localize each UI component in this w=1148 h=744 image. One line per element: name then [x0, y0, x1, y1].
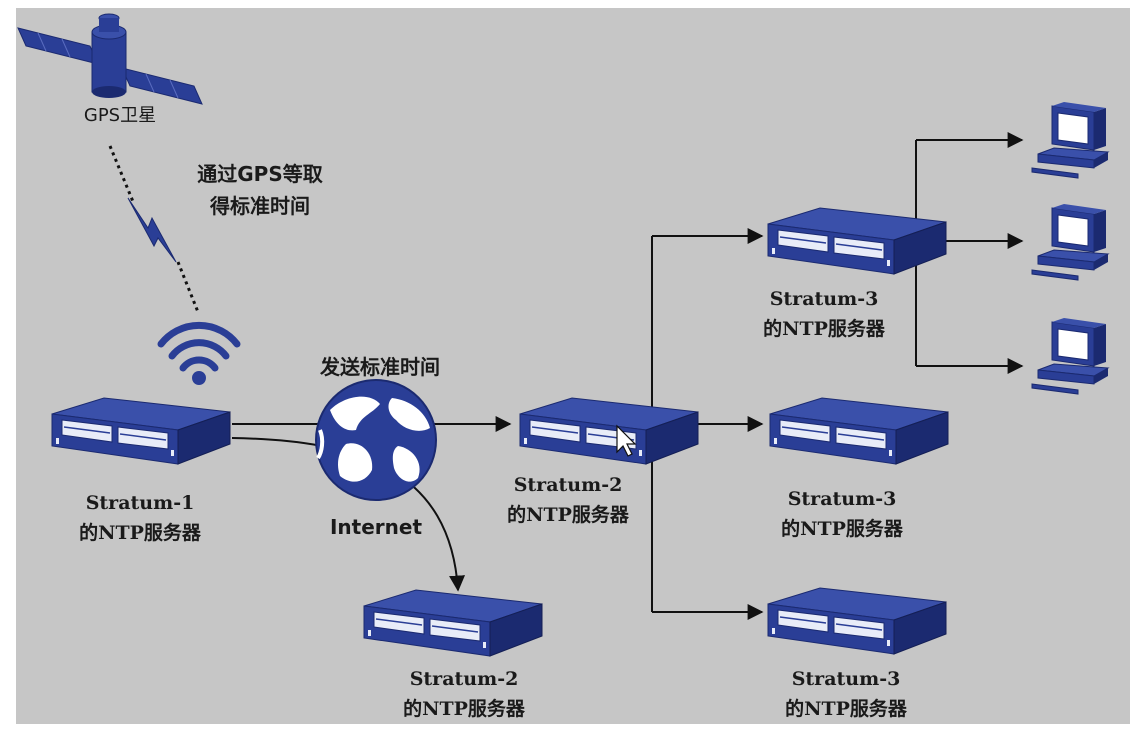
wifi-icon — [157, 321, 241, 385]
stratum1-label: Stratum-1 的NTP服务器 — [79, 492, 201, 544]
send-caption: 发送标准时间 — [320, 355, 440, 379]
stratum2-bottom-label: Stratum-2 的NTP服务器 — [403, 668, 525, 720]
satellite-icon — [17, 13, 203, 105]
gps-caption: 通过GPS等取 得标准时间 — [197, 162, 323, 218]
stratum3-mid-label: Stratum-3 的NTP服务器 — [781, 488, 903, 540]
gps-satellite-label: GPS卫星 — [83, 105, 157, 126]
stratum2-main-label: Stratum-2 的NTP服务器 — [507, 474, 629, 526]
internet-label: Internet — [329, 515, 423, 539]
globe-icon — [315, 379, 437, 501]
stratum3-bottom-label: Stratum-3 的NTP服务器 — [785, 668, 907, 720]
lightning-icon — [127, 197, 177, 263]
mouse-cursor-icon — [616, 424, 637, 457]
stratum3-top-label: Stratum-3 的NTP服务器 — [763, 288, 885, 340]
gps-signal-dotted-lower — [176, 261, 200, 313]
